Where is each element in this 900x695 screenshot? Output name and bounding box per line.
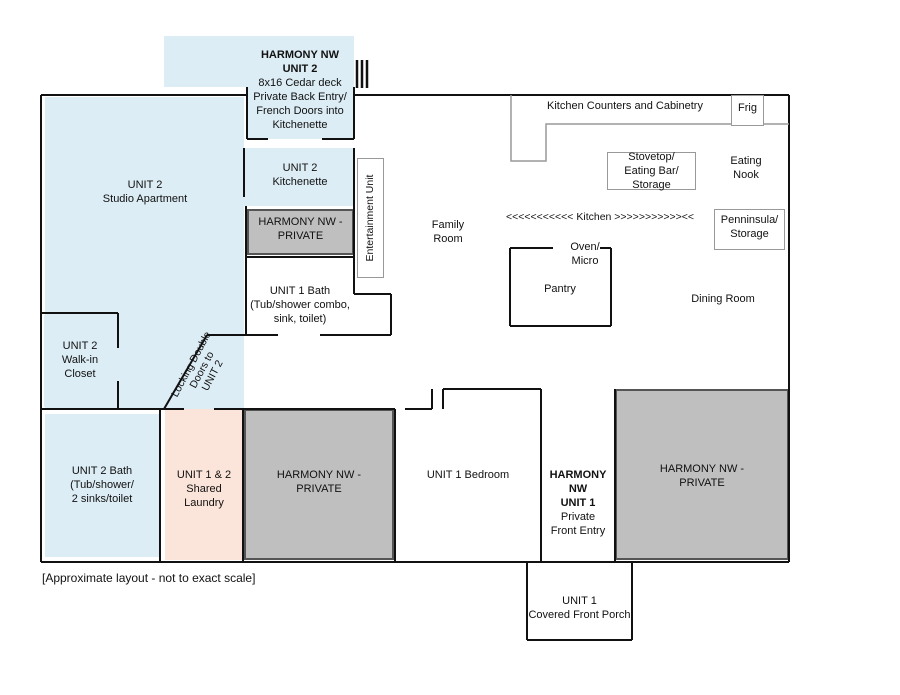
deck-label: HARMONY NW UNIT 2 8x16 Cedar deck Privat…: [253, 49, 347, 131]
oven-label: Oven/ Micro: [570, 241, 600, 267]
laundry-label: UNIT 1 & 2 Shared Laundry: [176, 469, 232, 509]
entertainment-label: Entertainment Unit: [364, 174, 376, 262]
deck-area-lower: [248, 87, 354, 139]
eating-nook-label: Eating Nook: [730, 155, 762, 181]
family-room-label: Family Room: [431, 219, 465, 245]
front-entry-label: HARMONY NW UNIT 1 Private Front Entry: [549, 469, 607, 537]
stovetop-label: Stovetop/ Eating Bar/ Storage: [624, 151, 679, 191]
private-right: [615, 389, 789, 560]
studio-label: UNIT 2 Studio Apartment: [102, 179, 188, 205]
layout-note: [Approximate layout - not to exact scale…: [42, 571, 256, 585]
private-mid-label: HARMONY NW - PRIVATE: [276, 469, 362, 495]
porch-box: [528, 563, 631, 639]
pantry-label: Pantry: [544, 283, 576, 295]
kitchen-arrow-label: <<<<<<<<<<< Kitchen >>>>>>>>>>><<: [505, 211, 695, 223]
frig-label: Frig: [738, 102, 757, 114]
penninsula-box: [714, 209, 785, 250]
unit2-bath: [45, 414, 159, 557]
shared-laundry: [165, 409, 243, 560]
frig-box: [731, 95, 764, 126]
dining-room-label: Dining Room: [691, 293, 755, 305]
walkin-label: UNIT 2 Walk-in Closet: [61, 340, 99, 380]
unit1-bath-label: UNIT 1 Bath (Tub/shower combo, sink, toi…: [250, 285, 350, 325]
kitchenette-label: UNIT 2 Kitchenette: [272, 162, 328, 188]
deck-area: [164, 36, 354, 87]
kitchenette: [244, 148, 354, 206]
unit1-bedroom-label: UNIT 1 Bedroom: [426, 469, 510, 481]
entertainment-unit: [357, 158, 384, 278]
stovetop-box: [607, 152, 696, 190]
kitchen-counters-label: Kitchen Counters and Cabinetry: [547, 100, 703, 112]
porch-label: UNIT 1 Covered Front Porch: [528, 595, 631, 621]
private-right-label: HARMONY NW - PRIVATE: [659, 463, 745, 489]
penninsula-label: Penninsula/ Storage: [720, 214, 779, 240]
walkin-closet: [44, 315, 118, 407]
private-mid: [244, 409, 394, 560]
unit2-bath-label: UNIT 2 Bath (Tub/shower/ 2 sinks/toilet: [70, 465, 134, 505]
private-small-label: HARMONY NW - PRIVATE: [258, 216, 343, 242]
